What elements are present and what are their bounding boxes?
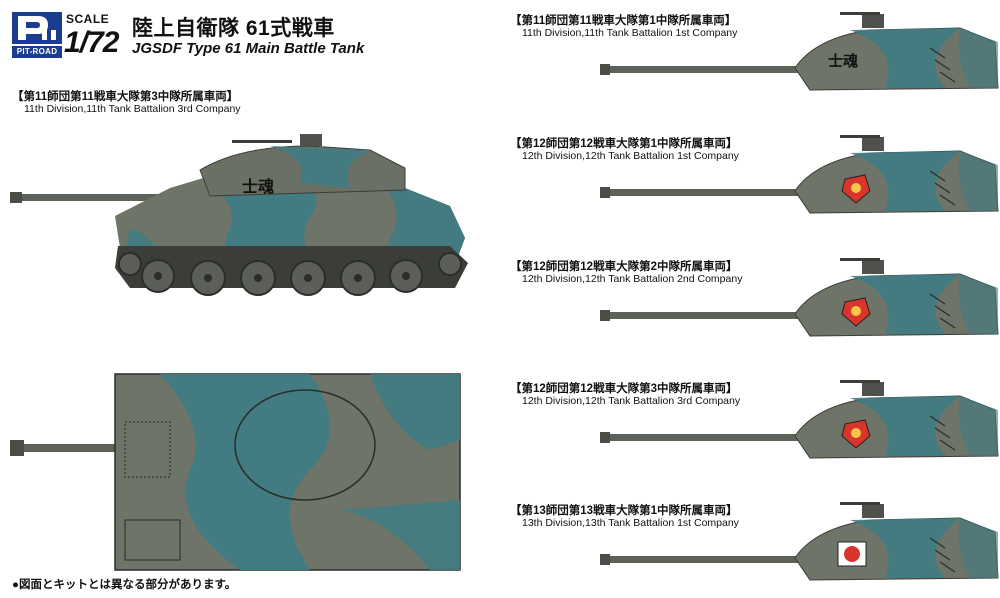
roundel-icon	[837, 541, 867, 567]
variant-3-turret	[600, 258, 999, 337]
variant-5-caption-en: 13th Division,13th Tank Battalion 1st Co…	[522, 517, 739, 529]
variant-4-turret	[600, 380, 999, 459]
variant-5-turret	[600, 502, 999, 581]
unit-emblem-icon	[841, 419, 871, 449]
variant-1-turret: 士魂	[600, 12, 999, 91]
main-profile-caption-en: 11th Division,11th Tank Battalion 3rd Co…	[24, 103, 241, 115]
variant-2-caption-ja: 【第12師団第12戦車大隊第1中隊所属車両】	[510, 138, 738, 150]
variant-3-caption-ja: 【第12師団第12戦車大隊第2中隊所属車両】	[510, 261, 738, 273]
variant-4-caption-en: 12th Division,12th Tank Battalion 3rd Co…	[522, 395, 741, 407]
variant-1-caption-ja: 【第11師団第11戦車大隊第1中隊所属車両】	[510, 15, 737, 27]
turret-marking: 士魂	[828, 52, 858, 70]
variant-5-caption-ja: 【第13師団第13戦車大隊第1中隊所属車両】	[510, 505, 738, 517]
top-turret	[234, 389, 376, 501]
variant-2-caption-en: 12th Division,12th Tank Battalion 1st Co…	[522, 150, 739, 162]
pit-road-logo-icon	[12, 12, 62, 44]
unit-emblem-icon	[841, 174, 871, 204]
page-title-en: JGSDF Type 61 Main Battle Tank	[132, 40, 365, 57]
footer-note: ●図面とキットとは異なる部分があります。	[12, 579, 237, 591]
variant-4-caption-ja: 【第12師団第12戦車大隊第3中隊所属車両】	[510, 383, 738, 395]
turret-marking: 士魂	[242, 177, 274, 196]
variant-1-caption-en: 11th Division,11th Tank Battalion 1st Co…	[522, 27, 738, 39]
variant-3-caption-en: 12th Division,12th Tank Battalion 2nd Co…	[522, 273, 743, 285]
main-profile-caption-ja: 【第11師団第11戦車大隊第3中隊所属車両】	[12, 91, 239, 103]
logo-text: PIT-ROAD	[12, 46, 62, 58]
tank-side-profile: 士魂	[10, 134, 468, 296]
page-title-ja: 陸上自衛隊 61式戦車	[132, 17, 335, 40]
top-gun-barrel	[10, 444, 160, 452]
gun-barrel	[10, 194, 210, 201]
scale-label: SCALE	[66, 12, 110, 26]
tank-top-view	[10, 373, 461, 571]
variant-2-turret	[600, 135, 999, 214]
unit-emblem-icon	[841, 297, 871, 327]
scale-value: 1/72	[64, 26, 119, 59]
